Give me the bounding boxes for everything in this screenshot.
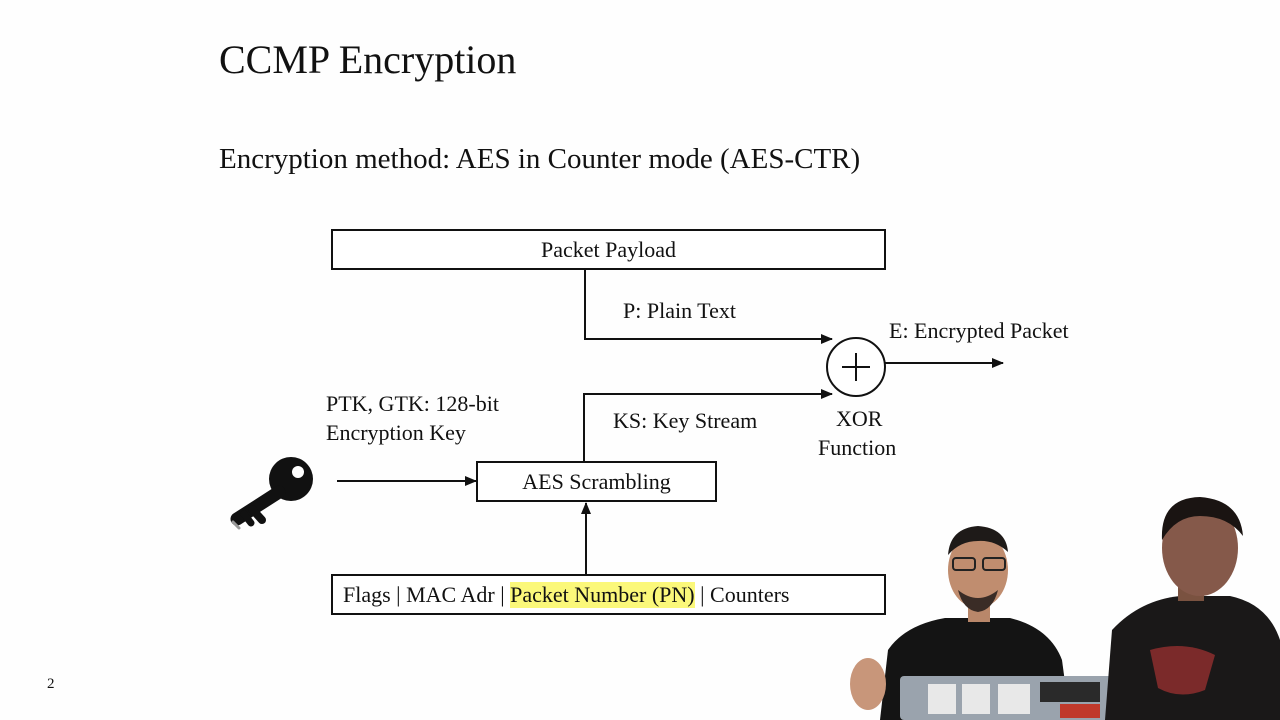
counter-block-box: Flags | MAC Adr | Packet Number (PN) | C… <box>331 574 886 615</box>
xor-label-line1: XOR <box>836 406 883 431</box>
encrypted-packet-label: E: Encrypted Packet <box>889 318 1069 343</box>
key-label-line1: PTK, GTK: 128-bit <box>326 391 499 416</box>
slide-subtitle: Encryption method: AES in Counter mode (… <box>219 143 861 175</box>
xor-icon <box>826 337 886 397</box>
packet-payload-box: Packet Payload <box>331 229 886 270</box>
key-stream-label: KS: Key Stream <box>613 408 758 433</box>
xor-label-line2: Function <box>818 435 897 460</box>
plain-text-label: P: Plain Text <box>623 298 736 323</box>
key-label-line2: Encryption Key <box>326 420 466 445</box>
plaintext-arrow <box>584 268 833 344</box>
aes-scrambling-box: AES Scrambling <box>476 461 717 502</box>
counter-text-before: Flags | MAC Adr | <box>343 581 511 607</box>
counter-text-after: | Counters <box>694 581 790 607</box>
key-icon <box>230 457 313 530</box>
packet-number-highlight: Packet Number (PN) <box>510 581 695 608</box>
presenter-right <box>1105 497 1280 720</box>
keystream-arrow <box>583 389 833 462</box>
laptop <box>900 676 1115 720</box>
page-number: 2 <box>47 676 55 692</box>
slide-title: CCMP Encryption <box>219 37 517 82</box>
